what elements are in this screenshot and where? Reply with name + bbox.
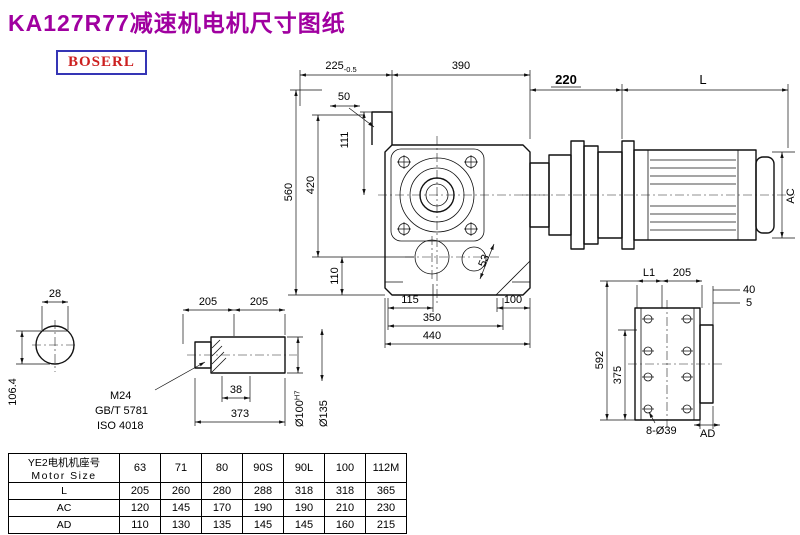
dim-390: 390 — [452, 60, 470, 72]
table-cell: 145 — [283, 516, 325, 534]
dim-225: 225-0.5 — [325, 60, 356, 74]
table-cell: 160 — [324, 516, 366, 534]
dim-115: 115 — [401, 294, 419, 306]
top-boss — [371, 111, 393, 145]
dim-100: 100 — [504, 294, 522, 306]
table-cell: 190 — [283, 499, 325, 517]
motor-size-table: YE2电机机座号 Motor Size 63 71 80 90S 90L 100… — [8, 453, 407, 534]
boserl-logo-text: BOSERL — [68, 54, 135, 70]
table-cell: 230 — [365, 499, 407, 517]
dim-AC: AC — [785, 188, 797, 203]
table-header-en: Motor Size — [31, 469, 97, 482]
table-header-row: YE2电机机座号 Motor Size 63 71 80 90S 90L 100… — [8, 453, 407, 483]
table-cell: 205 — [119, 482, 161, 500]
table-cell: 120 — [119, 499, 161, 517]
table-cell: 210 — [324, 499, 366, 517]
table-col-63: 63 — [119, 453, 161, 483]
dim-111: 111 — [339, 132, 351, 149]
table-cell: 365 — [365, 482, 407, 500]
table-cell: 130 — [160, 516, 202, 534]
motor-end-view — [628, 300, 722, 428]
row-label: L — [8, 482, 120, 500]
dim-560: 560 — [283, 183, 295, 201]
dim-373: 373 — [231, 408, 249, 420]
table-cell: 190 — [242, 499, 284, 517]
table-col-100: 100 — [324, 453, 366, 483]
dim-220: 220 — [555, 72, 577, 87]
table-cell: 145 — [160, 499, 202, 517]
table-cell: 215 — [365, 516, 407, 534]
row-label: AD — [8, 516, 120, 534]
table-cell: 145 — [242, 516, 284, 534]
table-header-motor-size: YE2电机机座号 Motor Size — [8, 453, 120, 483]
dim-bore-dia: Ø100H7 — [293, 390, 307, 427]
dim-205-b: 205 — [250, 296, 268, 308]
table-col-71: 71 — [160, 453, 202, 483]
boserl-logo: BOSERL — [56, 50, 147, 75]
row-label: AC — [8, 499, 120, 517]
dim-5: 5 — [746, 297, 752, 309]
dim-106.4: 106.4 — [7, 378, 19, 406]
dim-53: 53 — [476, 253, 492, 269]
dim-110: 110 — [329, 267, 341, 285]
table-col-90L: 90L — [283, 453, 325, 483]
gearbox-front-view — [371, 111, 545, 303]
thread-standard-iso: ISO 4018 — [97, 420, 143, 432]
dim-AD: AD — [700, 428, 715, 440]
dim-flange-dia: Ø135 — [318, 400, 330, 427]
thread-label: M24 — [110, 390, 131, 402]
dim-350: 350 — [423, 312, 441, 324]
dimension-labels: 225-0.5 390 220 L 50 111 560 420 110 115… — [7, 60, 797, 440]
table-col-112M: 112M — [365, 453, 407, 483]
dim-L: L — [699, 72, 706, 87]
dim-50: 50 — [338, 91, 350, 103]
table-header-cn: YE2电机机座号 — [27, 456, 101, 469]
table-cell: 135 — [201, 516, 243, 534]
table-col-90S: 90S — [242, 453, 284, 483]
table-cell: 260 — [160, 482, 202, 500]
input-shaft-section-view — [32, 320, 78, 372]
output-shaft-detail-view — [187, 336, 297, 374]
table-row-AD: AD 110 130 135 145 145 160 215 — [8, 516, 407, 534]
dim-592: 592 — [594, 351, 606, 369]
table-cell: 170 — [201, 499, 243, 517]
dim-28: 28 — [49, 288, 61, 300]
table-row-L: L 205 260 280 288 318 318 365 — [8, 482, 407, 500]
table-cell: 110 — [119, 516, 161, 534]
dim-40: 40 — [743, 284, 755, 296]
dim-205-c: 205 — [673, 267, 691, 279]
extension-lines — [16, 70, 795, 429]
table-row-AC: AC 120 145 170 190 190 210 230 — [8, 499, 407, 517]
dim-38: 38 — [230, 384, 242, 396]
dim-440: 440 — [423, 330, 441, 342]
motor-side-assembly — [522, 140, 795, 250]
dim-L1: L1 — [643, 267, 655, 279]
table-col-80: 80 — [201, 453, 243, 483]
dim-205-a: 205 — [199, 296, 217, 308]
table-cell: 280 — [201, 482, 243, 500]
dim-bolt-holes: 8-Ø39 — [646, 425, 677, 437]
table-cell: 288 — [242, 482, 284, 500]
page-title: KA127R77减速机电机尺寸图纸 — [8, 10, 346, 36]
motor-fins — [650, 159, 736, 231]
dimension-lines — [20, 73, 788, 427]
table-cell: 318 — [324, 482, 366, 500]
table-cell: 318 — [283, 482, 325, 500]
thread-hatch — [211, 339, 227, 373]
thread-standard-gb: GB/T 5781 — [95, 405, 148, 417]
dim-420: 420 — [305, 176, 317, 194]
dim-375: 375 — [612, 366, 624, 384]
